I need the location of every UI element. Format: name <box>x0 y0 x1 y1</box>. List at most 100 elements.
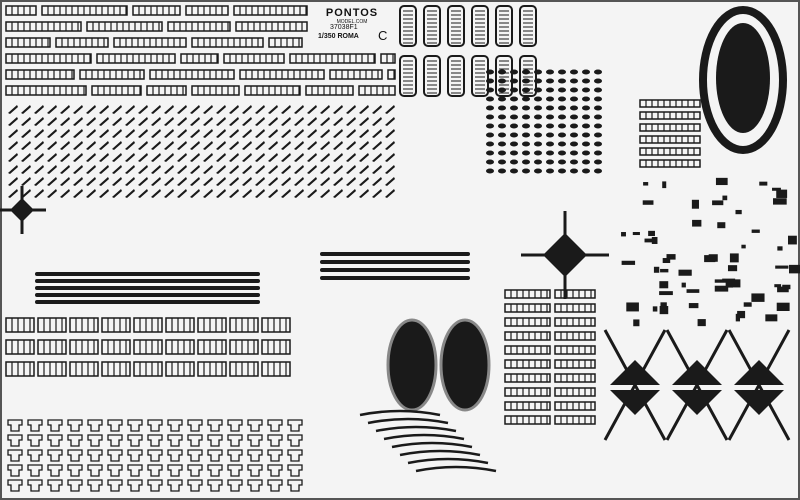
bracket-part <box>227 464 243 477</box>
small-part <box>765 314 778 322</box>
strut-part <box>203 141 213 150</box>
small-part <box>774 284 782 288</box>
strut-part <box>125 153 135 162</box>
strut-part <box>125 141 135 150</box>
disc-part <box>546 123 554 129</box>
small-part <box>717 222 726 229</box>
disc-part <box>522 132 530 138</box>
disc-part <box>534 141 542 147</box>
strut-part <box>60 177 70 186</box>
strut-part <box>112 117 122 126</box>
disc-part <box>594 78 602 84</box>
disc-part <box>498 114 506 120</box>
small-part <box>659 291 673 296</box>
disc-part <box>510 132 518 138</box>
disc-part <box>522 87 530 93</box>
bracket-part <box>267 464 283 477</box>
strut-part <box>125 165 135 174</box>
strut-part <box>177 117 187 126</box>
strut-part <box>359 129 369 138</box>
strut-part <box>21 141 31 150</box>
strut-part <box>359 141 369 150</box>
disc-part <box>486 78 494 84</box>
disc-part <box>582 168 590 174</box>
curved-rail-part <box>415 465 497 473</box>
disc-part <box>522 96 530 102</box>
disc-part <box>522 105 530 111</box>
disc-part <box>546 87 554 93</box>
small-part <box>666 254 676 260</box>
disc-part <box>594 114 602 120</box>
strut-part <box>164 177 174 186</box>
strut-part <box>138 165 148 174</box>
strut-part <box>125 117 135 126</box>
disc-part <box>582 132 590 138</box>
ladder-part <box>261 317 291 333</box>
disc-part <box>510 78 518 84</box>
bracket-part <box>67 464 83 477</box>
strut-part <box>359 105 369 114</box>
strut-part <box>346 189 356 198</box>
bracket-part <box>47 449 63 462</box>
strut-part <box>281 165 291 174</box>
ladder-part <box>504 387 551 397</box>
small-part <box>735 313 741 322</box>
strut-part <box>294 177 304 186</box>
disc-part <box>546 96 554 102</box>
strut-part <box>203 177 213 186</box>
strut-part <box>138 105 148 114</box>
strut-part <box>294 165 304 174</box>
strut-part <box>99 129 109 138</box>
railing-part <box>167 21 231 32</box>
ladder-part <box>5 339 35 355</box>
curved-rail-part <box>383 433 465 441</box>
bracket-part <box>27 464 43 477</box>
sheet-letter: C <box>378 28 388 43</box>
bracket-part <box>127 479 143 492</box>
strut-part <box>281 117 291 126</box>
strut-part <box>372 177 382 186</box>
strut-part <box>60 129 70 138</box>
oval-part <box>439 318 491 412</box>
strut-part <box>333 141 343 150</box>
disc-part <box>594 69 602 75</box>
strut-part <box>47 153 57 162</box>
disc-part <box>486 159 494 165</box>
long-bar-part <box>35 293 260 297</box>
bracket-part <box>87 464 103 477</box>
strut-part <box>268 117 278 126</box>
strut-part <box>177 153 187 162</box>
small-part <box>621 260 636 265</box>
disc-part <box>570 168 578 174</box>
strut-part <box>307 177 317 186</box>
long-bar-part <box>320 252 470 256</box>
railing-part <box>96 53 176 64</box>
bracket-part <box>227 419 243 432</box>
bracket-part <box>47 479 63 492</box>
small-part <box>789 264 800 274</box>
strut-part <box>34 177 44 186</box>
disc-part <box>534 114 542 120</box>
strut-part <box>34 117 44 126</box>
strut-part <box>268 141 278 150</box>
strut-part <box>47 189 57 198</box>
strut-part <box>385 117 395 126</box>
strut-part <box>99 141 109 150</box>
bracket-part <box>67 434 83 447</box>
ladder-part <box>197 361 227 377</box>
disc-part <box>486 123 494 129</box>
strut-part <box>177 177 187 186</box>
strut-part <box>125 177 135 186</box>
strut-part <box>86 141 96 150</box>
strut-part <box>8 189 18 198</box>
strut-part <box>47 117 57 126</box>
strut-part <box>242 105 252 114</box>
bracket-part <box>167 419 183 432</box>
strut-part <box>229 177 239 186</box>
strut-part <box>86 117 96 126</box>
strut-part <box>125 129 135 138</box>
strut-part <box>242 117 252 126</box>
strut-part <box>281 129 291 138</box>
bracket-part <box>147 479 163 492</box>
bracket-part <box>167 479 183 492</box>
